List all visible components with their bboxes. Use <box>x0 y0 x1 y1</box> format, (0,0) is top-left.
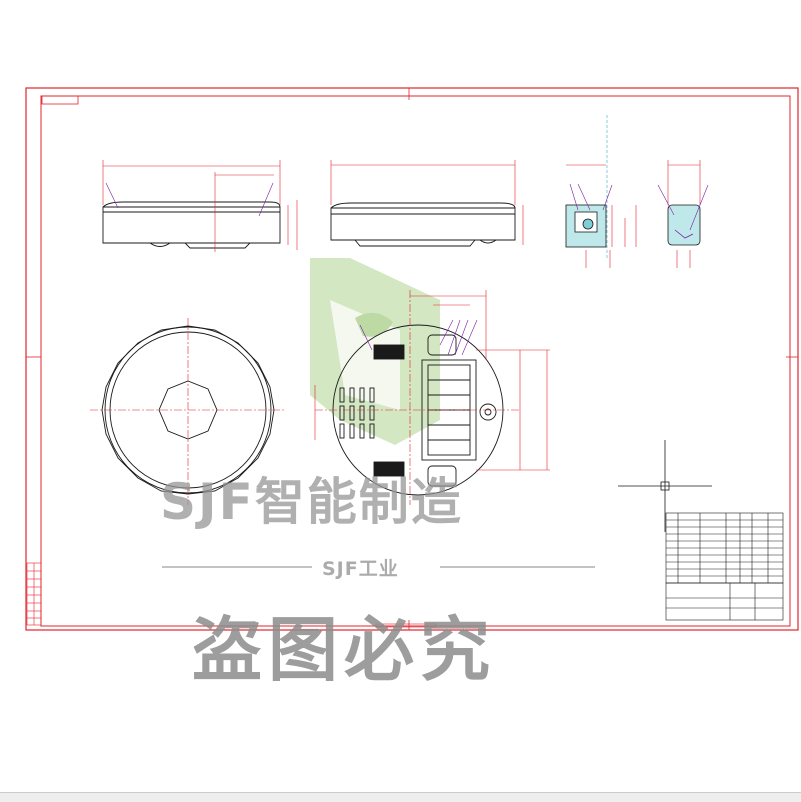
section-view-a <box>565 115 608 260</box>
section-view-b-dimensions <box>667 160 701 268</box>
front-view-leaders <box>105 182 274 217</box>
front-view <box>102 172 281 252</box>
bottom-view <box>332 324 504 496</box>
side-view <box>330 202 516 247</box>
top-view-centerlines <box>90 318 285 505</box>
front-view-dimensions <box>102 160 298 250</box>
section-leaders <box>569 183 709 231</box>
section-view-b <box>667 204 701 246</box>
bottom-view-leaders <box>359 319 478 356</box>
section-view-a-dimensions <box>566 164 637 268</box>
revision-strip <box>26 562 42 626</box>
watermark-line-right <box>440 566 595 568</box>
watermark-line-left <box>162 566 312 568</box>
drawing-frame <box>25 87 799 631</box>
title-block <box>665 512 784 621</box>
bottom-view-dimensions <box>314 290 550 505</box>
side-view-dimensions <box>330 160 524 245</box>
viewer-bottom-bar <box>0 792 801 802</box>
crosshair-icon <box>618 440 712 532</box>
